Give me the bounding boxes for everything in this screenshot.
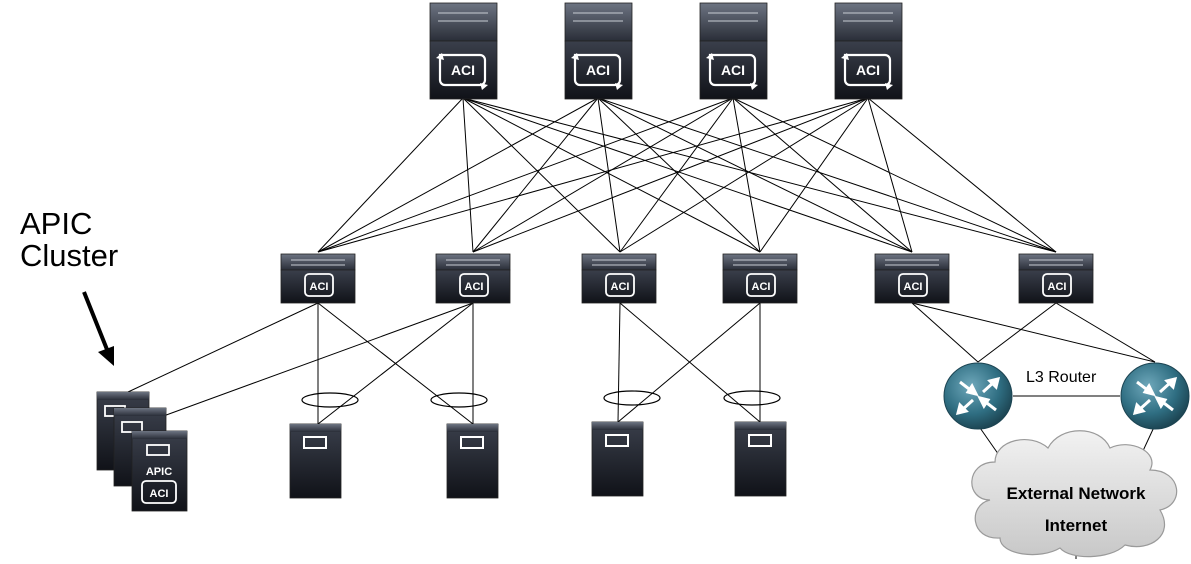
aci-icon: ACI	[304, 273, 334, 297]
aci-badge-text: ACI	[752, 281, 771, 293]
apic-cluster-label-line1: APIC	[20, 206, 93, 241]
aci-icon: ACI	[436, 53, 488, 90]
aci-badge-text: ACI	[150, 488, 169, 500]
leaf-switch[interactable]: ACI	[1018, 253, 1094, 304]
aci-icon: ACI	[571, 53, 623, 90]
spine-leaf-links	[317, 97, 1057, 253]
aci-badge-text: ACI	[1048, 281, 1067, 293]
leaf-switch[interactable]: ACI	[722, 253, 798, 304]
aci-icon: ACI	[605, 273, 635, 297]
aci-badge-text: ACI	[586, 62, 610, 78]
aci-badge-text: ACI	[465, 281, 484, 293]
port-channel-rings	[301, 390, 781, 408]
aci-badge-text: ACI	[904, 281, 923, 293]
aci-badge-text: ACI	[611, 281, 630, 293]
spine-switch[interactable]: ACI	[564, 2, 633, 100]
router-link-label: L3 Router	[1026, 369, 1097, 386]
aci-icon: ACI	[141, 480, 177, 504]
aci-badge-text: ACI	[451, 62, 475, 78]
apic-cluster-label-line2: Cluster	[20, 238, 119, 273]
spine-switch[interactable]: ACI	[834, 2, 903, 100]
router-icon[interactable]	[1120, 362, 1190, 430]
arrow-icon	[82, 291, 114, 366]
spine-switch[interactable]: ACI	[429, 2, 498, 100]
leaf-switch[interactable]: ACI	[435, 253, 511, 304]
spine-switch[interactable]: ACI	[699, 2, 768, 100]
server[interactable]	[446, 423, 499, 499]
server[interactable]	[289, 423, 342, 499]
cloud-label-line2: Internet	[1044, 516, 1108, 535]
server[interactable]	[591, 421, 644, 497]
router-icon[interactable]	[943, 362, 1013, 430]
aci-icon: ACI	[1042, 273, 1072, 297]
cloud-label-line1: External Network	[1006, 484, 1146, 503]
aci-icon: ACI	[841, 53, 893, 90]
aci-badge-text: ACI	[310, 281, 329, 293]
aci-icon: ACI	[746, 273, 776, 297]
apic-server-label: APIC	[146, 466, 172, 478]
leaf-switch[interactable]: ACI	[581, 253, 657, 304]
leaf-switch[interactable]: ACI	[280, 253, 356, 304]
leaf-switch[interactable]: ACI	[874, 253, 950, 304]
apic-cluster-label: APIC Cluster	[20, 208, 118, 272]
aci-icon: ACI	[706, 53, 758, 90]
cloud-icon	[971, 430, 1178, 558]
aci-icon: ACI	[459, 273, 489, 297]
aci-badge-text: ACI	[721, 62, 745, 78]
aci-icon: ACI	[898, 273, 928, 297]
aci-badge-text: ACI	[856, 62, 880, 78]
server[interactable]	[734, 421, 787, 497]
apic-server[interactable]: APIC ACI	[131, 430, 188, 512]
